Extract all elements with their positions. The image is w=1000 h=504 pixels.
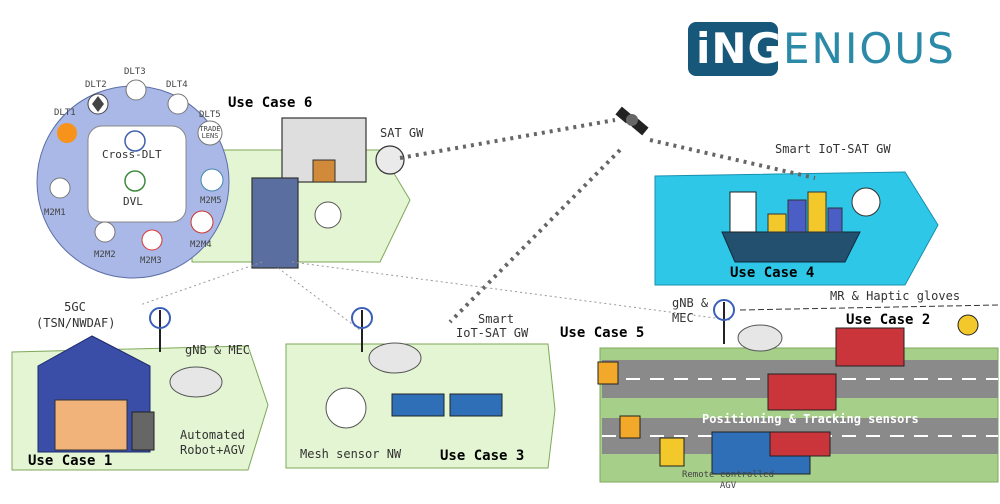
dlt3-icon bbox=[125, 79, 147, 101]
trade-lens-label: TRADE LENS bbox=[199, 125, 221, 140]
dlt1-bitcoin-icon bbox=[57, 123, 77, 143]
use-case-2-label: Use Case 2 bbox=[846, 312, 931, 328]
dlt5-tradelens-icon bbox=[197, 120, 223, 146]
dlt1-label: DLT1 bbox=[54, 108, 76, 118]
link-server-uc5 bbox=[291, 261, 731, 321]
container-stack-1 bbox=[835, 327, 905, 367]
m2m3-icon bbox=[141, 229, 163, 251]
m2m1-label: M2M1 bbox=[44, 208, 66, 218]
dvl-network-icon bbox=[124, 170, 146, 192]
dlt-inner-box bbox=[87, 125, 187, 223]
5gc-label: 5GC bbox=[64, 300, 86, 314]
satellite-icon bbox=[615, 106, 649, 136]
container-stack-4 bbox=[769, 431, 831, 457]
robot-arm-icon bbox=[131, 411, 155, 451]
ship-container-1 bbox=[767, 213, 787, 233]
tsn-nwdaf-label: (TSN/NWDAF) bbox=[36, 316, 116, 330]
mec-right-label: MEC bbox=[672, 311, 694, 325]
logo-text-part2: ENIOUS bbox=[783, 24, 956, 73]
warehouse-boxes bbox=[54, 399, 128, 451]
sat-link-uc6 bbox=[399, 118, 616, 160]
link-gnb-mr bbox=[739, 304, 999, 311]
cargo-ship-icon bbox=[721, 231, 861, 263]
link-server-uc3 bbox=[277, 267, 361, 331]
positioning-label: Positioning & Tracking sensors bbox=[702, 412, 919, 426]
dvl-label: DVL bbox=[123, 195, 143, 208]
cross-dlt-label: Cross-DLT bbox=[102, 148, 162, 161]
logo-box bbox=[688, 22, 778, 76]
automated-label: Automated bbox=[180, 428, 246, 442]
dlt4-icon bbox=[167, 93, 189, 115]
iot-sat-gw-label: IoT-SAT GW bbox=[456, 326, 529, 340]
server-rack-icon bbox=[251, 177, 299, 269]
antenna-uc5-icon bbox=[713, 299, 735, 344]
mec-cloud-uc3-icon bbox=[368, 342, 422, 374]
mr-haptic-label: MR & Haptic gloves bbox=[830, 289, 961, 303]
sat-gw-label: SAT GW bbox=[380, 126, 424, 140]
smart-label: Smart bbox=[478, 312, 515, 326]
ship-container-2 bbox=[787, 199, 807, 233]
dlt4-label: DLT4 bbox=[166, 80, 188, 90]
sat-link-uc3 bbox=[448, 148, 622, 324]
satellite-dish-icon bbox=[375, 145, 405, 175]
link-server-5gc bbox=[139, 261, 263, 306]
mec-cloud-uc5-icon bbox=[737, 324, 783, 352]
mesh-cloud-icon bbox=[325, 387, 367, 429]
mesh-sensor-label: Mesh sensor NW bbox=[300, 447, 402, 461]
m2m4-label: M2M4 bbox=[190, 240, 212, 250]
mec-cloud-uc1-icon bbox=[169, 366, 223, 398]
cross-dlt-network-icon bbox=[124, 130, 146, 152]
remote-agv-icon bbox=[659, 437, 685, 467]
robot-agv-label: Robot+AGV bbox=[180, 443, 246, 457]
use-case-3-label: Use Case 3 bbox=[440, 448, 525, 464]
logo-text-part1: iNG bbox=[696, 24, 784, 73]
ship-container-4 bbox=[827, 207, 843, 233]
m2m5-label: M2M5 bbox=[200, 196, 222, 206]
use-case-5-label: Use Case 5 bbox=[560, 325, 645, 341]
m2m1-icon bbox=[49, 177, 71, 199]
m2m5-icon bbox=[200, 168, 224, 192]
remote-agv-label-1: Remote controlled bbox=[681, 470, 775, 480]
building-entrance bbox=[312, 159, 336, 183]
gnb-right-label: gNB & bbox=[672, 296, 709, 310]
remote-agv-label-2: AGV bbox=[719, 481, 737, 491]
m2m2-icon bbox=[94, 221, 116, 243]
dlt2-label: DLT2 bbox=[85, 80, 107, 90]
ship-container-3 bbox=[807, 191, 827, 233]
dlt5-label: DLT5 bbox=[199, 110, 221, 120]
antenna-uc1-icon bbox=[149, 307, 171, 352]
agv-truck-1 bbox=[597, 361, 619, 385]
ship-bridge bbox=[729, 191, 757, 233]
ethereum-diamond-icon bbox=[92, 96, 104, 112]
use-case-1-label: Use Case 1 bbox=[28, 453, 113, 469]
dlt3-label: DLT3 bbox=[124, 67, 146, 77]
use-case-6-label: Use Case 6 bbox=[228, 95, 313, 111]
use-case-4-label: Use Case 4 bbox=[730, 265, 815, 281]
iot-cloud-icon bbox=[851, 187, 881, 217]
globe-network-icon bbox=[314, 201, 342, 229]
agv-truck-2 bbox=[619, 415, 641, 439]
gnb-mec-left-label: gNB & MEC bbox=[185, 343, 251, 357]
antenna-uc3-icon bbox=[351, 307, 373, 352]
worker-vr-icon bbox=[957, 314, 979, 336]
rail-car-2 bbox=[449, 393, 503, 417]
m2m3-label: M2M3 bbox=[140, 256, 162, 266]
rail-car-1 bbox=[391, 393, 445, 417]
m2m2-label: M2M2 bbox=[94, 250, 116, 260]
m2m4-icon bbox=[190, 210, 214, 234]
smart-iot-sat-gw-top-label: Smart IoT-SAT GW bbox=[775, 142, 891, 156]
container-stack-2 bbox=[767, 373, 837, 411]
